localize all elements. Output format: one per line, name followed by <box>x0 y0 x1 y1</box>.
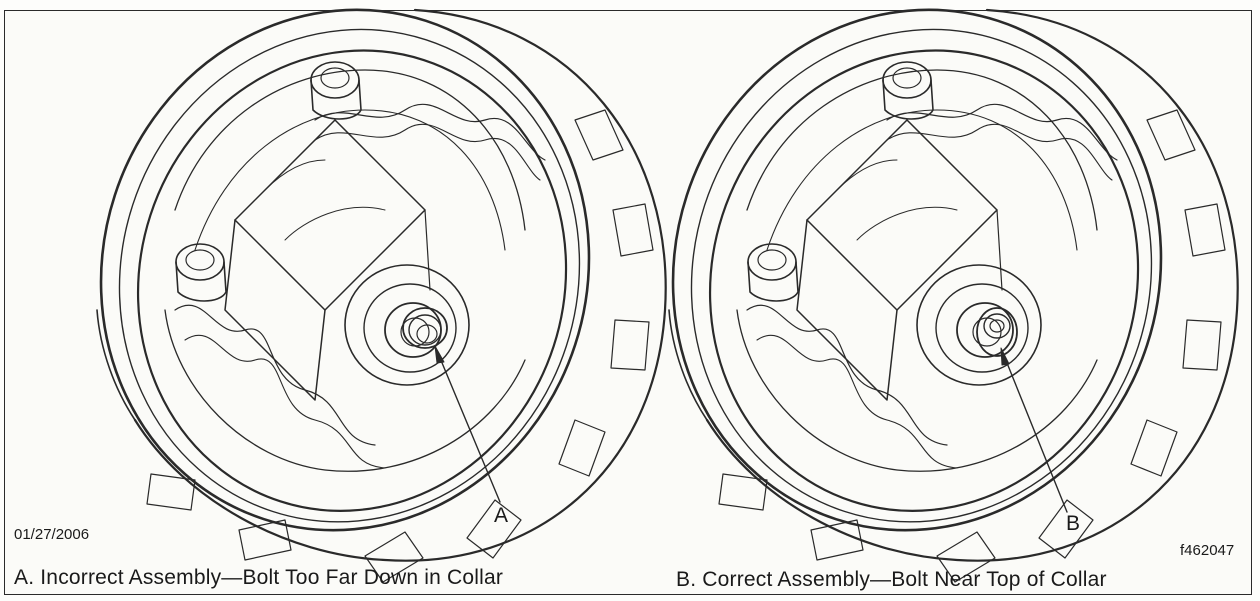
figure-frame <box>4 10 1252 595</box>
figure-date: 01/27/2006 <box>14 526 90 543</box>
caption-correct-assembly: B. Correct Assembly—Bolt Near Top of Col… <box>676 568 1107 591</box>
hub-incorrect-assembly <box>32 0 667 596</box>
callout-b: B <box>1066 512 1081 535</box>
caption-incorrect-assembly: A. Incorrect Assembly—Bolt Too Far Down … <box>14 566 504 589</box>
callout-a: A <box>494 504 509 527</box>
figure-id: f462047 <box>1180 542 1235 559</box>
hub-correct-assembly <box>604 0 1239 596</box>
